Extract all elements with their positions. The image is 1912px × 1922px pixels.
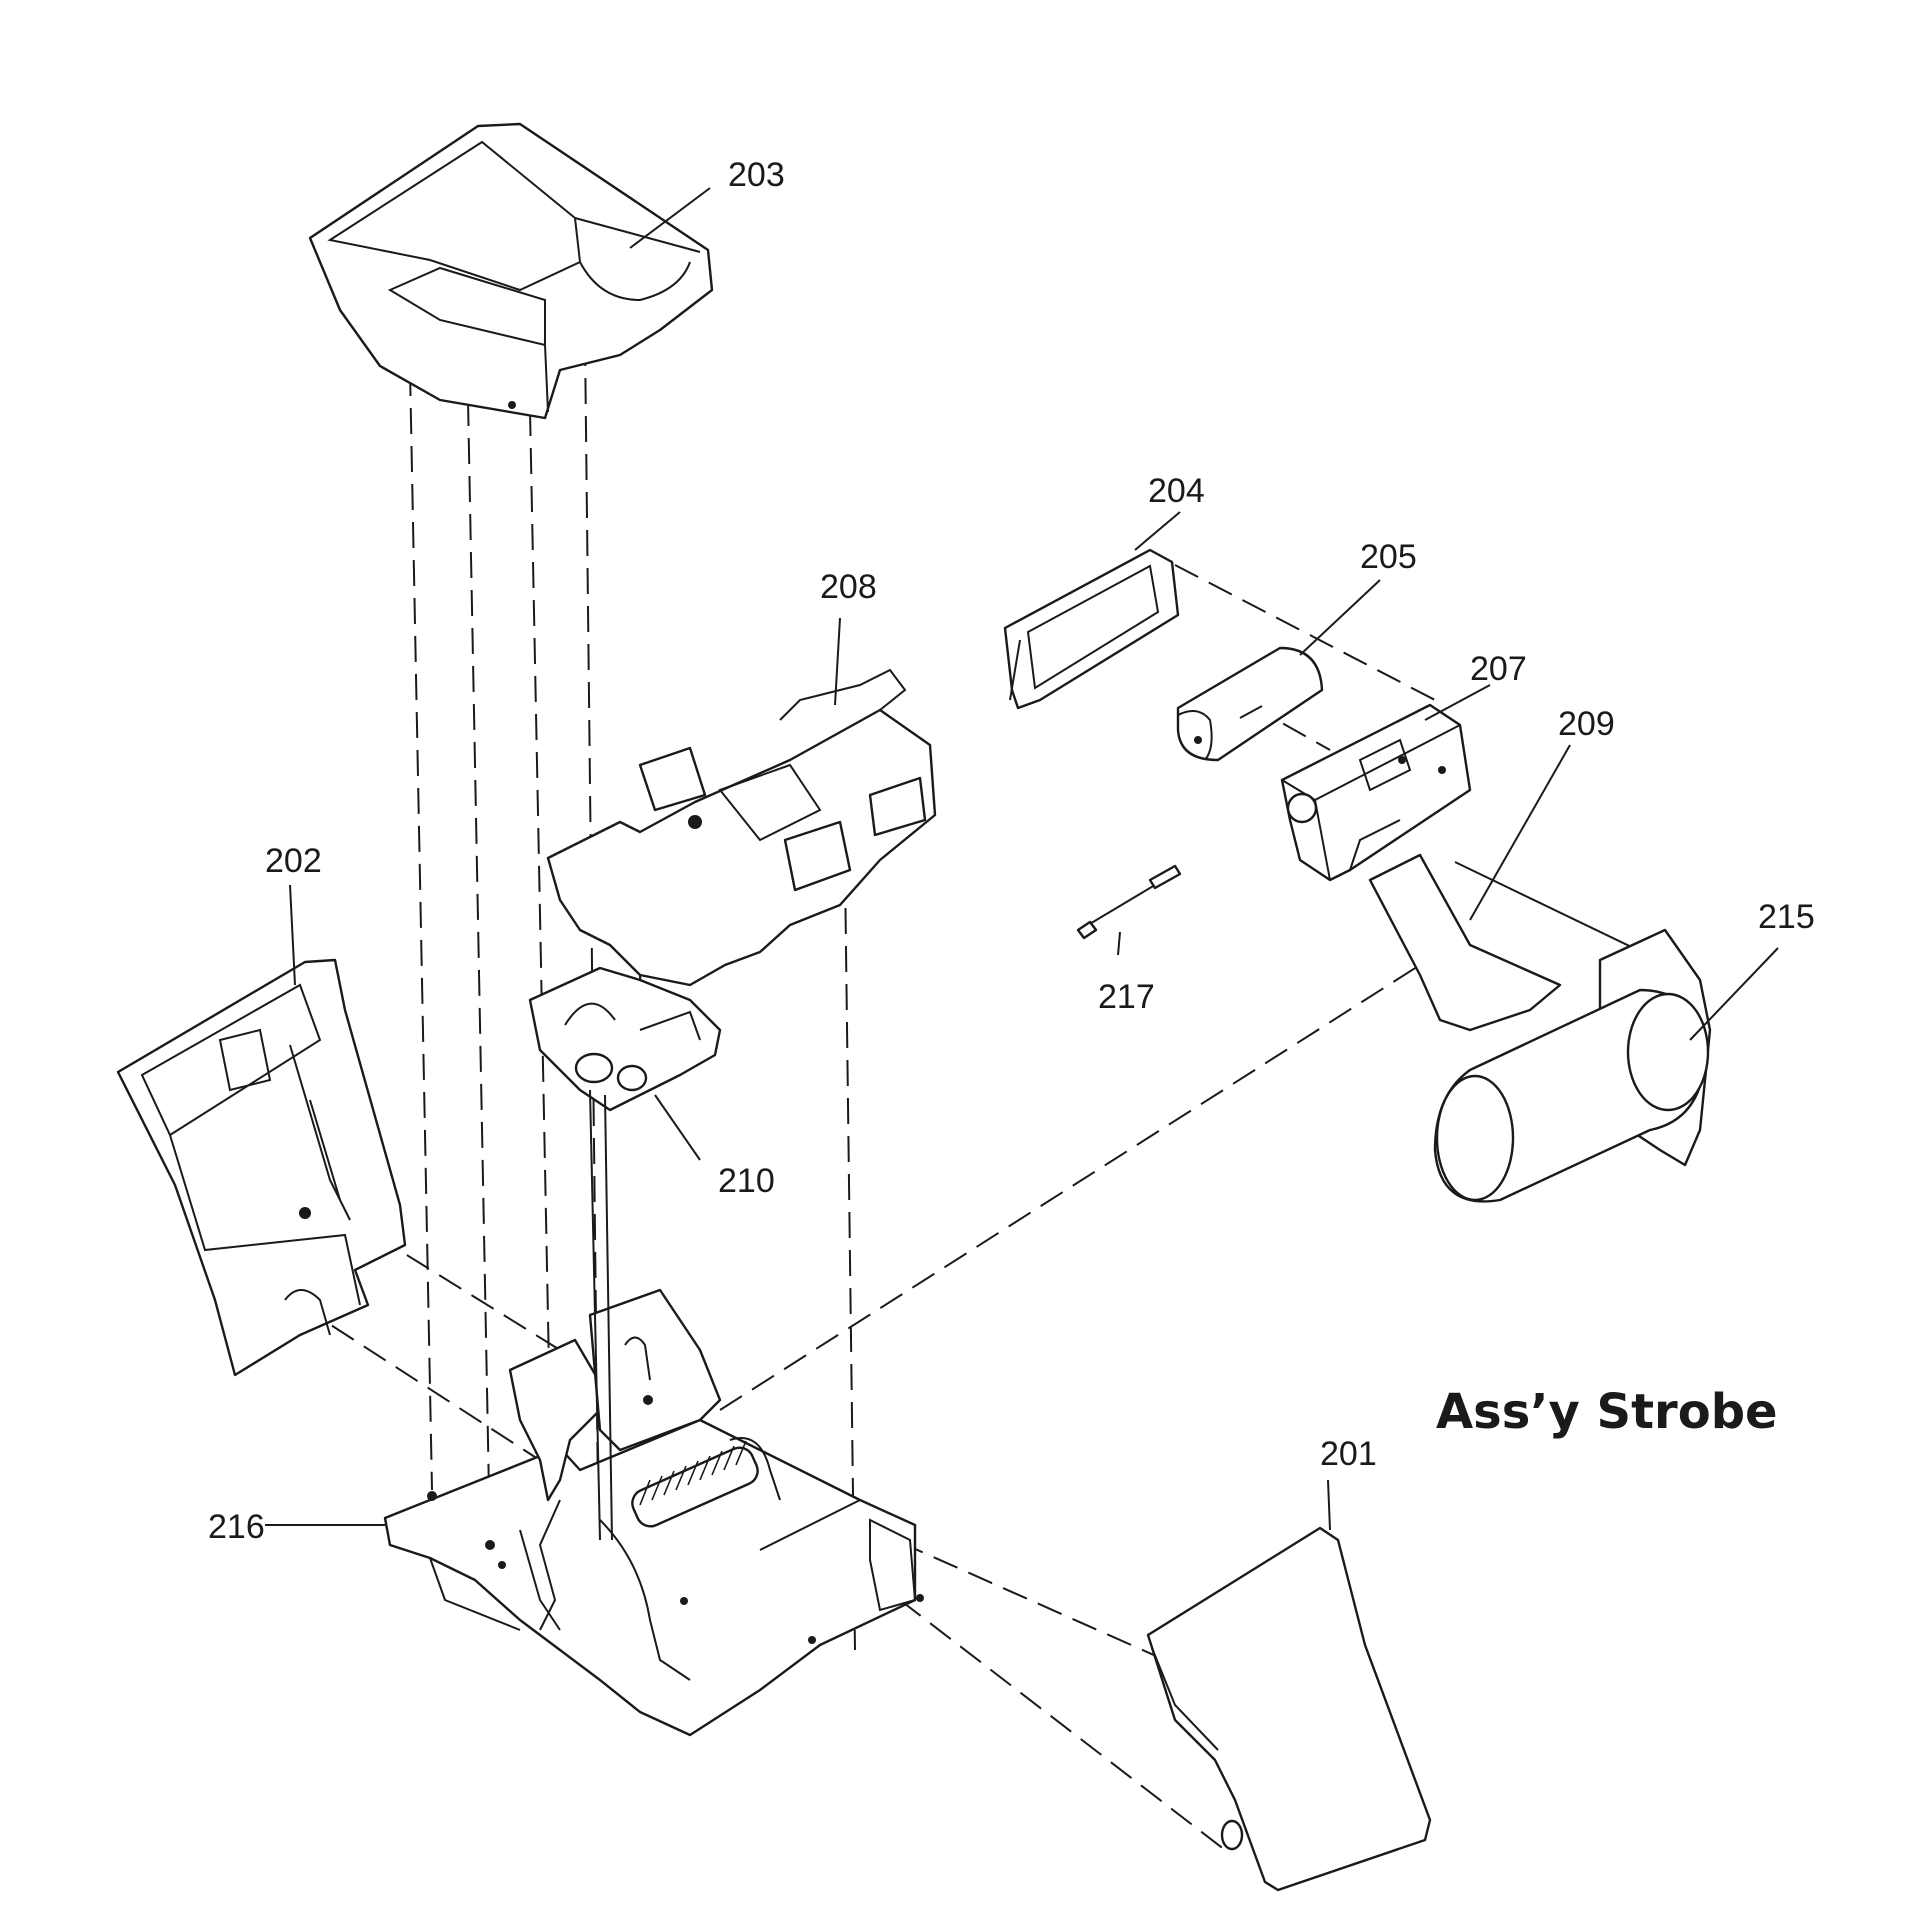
part-label-202: 202 bbox=[265, 842, 322, 880]
part-label-209: 209 bbox=[1558, 705, 1615, 743]
part-label-216: 216 bbox=[208, 1508, 265, 1546]
part-217-pin bbox=[1076, 864, 1182, 940]
part-215-capacitor bbox=[1433, 928, 1712, 1203]
part-201-lens-cover bbox=[1146, 1526, 1432, 1892]
part-203-reflector-housing bbox=[308, 122, 714, 420]
part-number-labels: 203 202 204 205 207 208 209 210 215 216 … bbox=[208, 156, 1815, 1546]
part-210-holder-bracket bbox=[528, 966, 722, 1541]
part-label-201: 201 bbox=[1320, 1435, 1377, 1473]
part-label-208: 208 bbox=[820, 568, 877, 606]
part-label-207: 207 bbox=[1470, 650, 1527, 688]
part-label-217: 217 bbox=[1098, 978, 1155, 1016]
part-label-215: 215 bbox=[1758, 898, 1815, 936]
part-204-gasket bbox=[1003, 548, 1180, 710]
leader-lines bbox=[265, 187, 1779, 1531]
part-207-tube-holder bbox=[1280, 703, 1472, 882]
part-label-205: 205 bbox=[1360, 538, 1417, 576]
part-216-base-bracket bbox=[383, 1418, 924, 1737]
diagram-title: Ass’y Strobe bbox=[1436, 1384, 1778, 1440]
hinge-plates-and-spring bbox=[508, 1288, 781, 1681]
part-label-210: 210 bbox=[718, 1162, 775, 1200]
part-label-204: 204 bbox=[1148, 472, 1205, 510]
part-202-side-reflector bbox=[116, 958, 407, 1377]
part-label-203: 203 bbox=[728, 156, 785, 194]
part-205-flash-tube bbox=[1176, 646, 1324, 762]
